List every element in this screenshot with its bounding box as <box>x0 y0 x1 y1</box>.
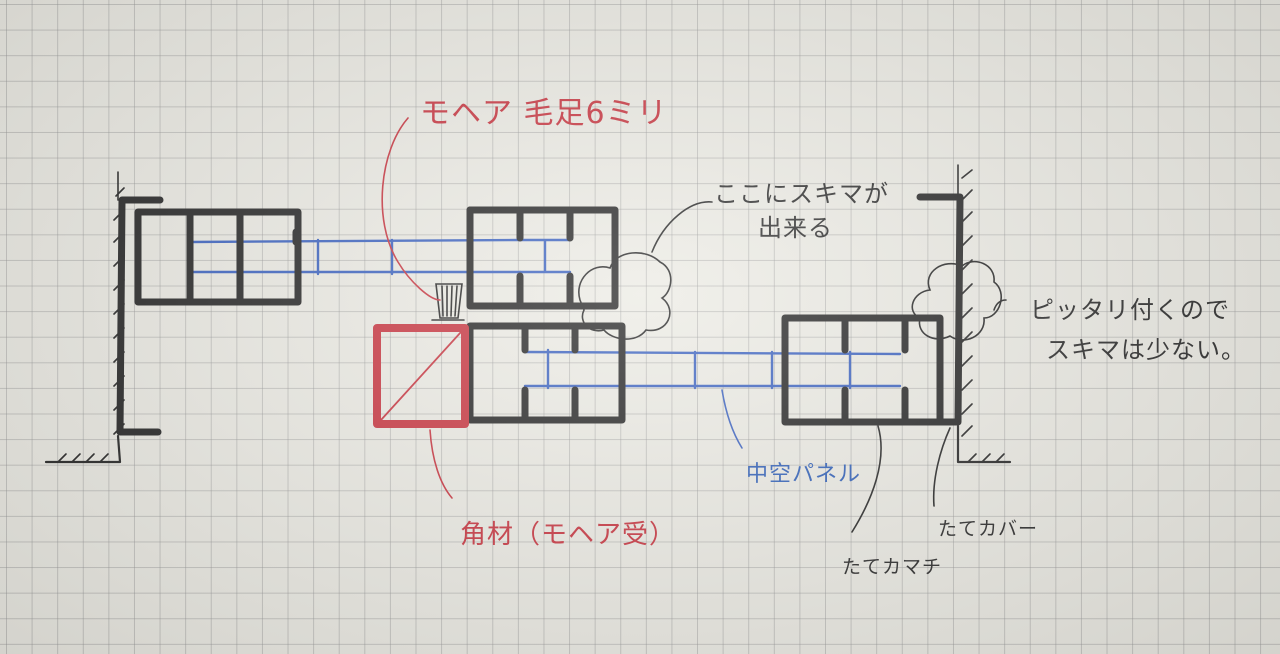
label-square-bar: 角材（モヘア受） <box>460 520 677 550</box>
leader-gap-here <box>651 201 713 253</box>
leader-mohair <box>381 117 441 301</box>
upper-middle-frame <box>466 206 619 310</box>
label-gap-here-line1: ここにスキマが <box>714 180 889 208</box>
gap-clouds <box>578 252 1003 341</box>
lower-hollow-panel <box>523 348 902 390</box>
label-gap-here-line2: 出来る <box>758 214 833 242</box>
leader-tight <box>993 299 1007 311</box>
leader-vertical-frame <box>851 425 882 533</box>
label-vertical-cover: たてカバー <box>938 518 1039 540</box>
right-wall <box>916 164 1012 464</box>
lower-right-frame <box>781 314 944 426</box>
leader-vertical-cover <box>932 427 951 507</box>
mohair-brush <box>431 283 465 321</box>
leader-hollow-panel <box>721 389 743 449</box>
label-tight-line2: スキマは少ない。 <box>1046 336 1246 364</box>
label-mohair: モヘア 毛足6ミリ <box>420 96 668 131</box>
leader-lines <box>381 117 1007 533</box>
leader-square-bar <box>429 429 453 499</box>
lower-middle-frame <box>466 322 626 424</box>
label-vertical-frame: たてカマチ <box>842 556 943 578</box>
upper-hollow-panel <box>188 236 572 276</box>
left-wall <box>44 171 164 464</box>
label-hollow-panel: 中空パネル <box>746 462 862 487</box>
upper-left-frame <box>134 208 302 306</box>
label-tight-line1: ピッタリ付くので <box>1030 296 1230 324</box>
square-bar <box>373 324 469 428</box>
